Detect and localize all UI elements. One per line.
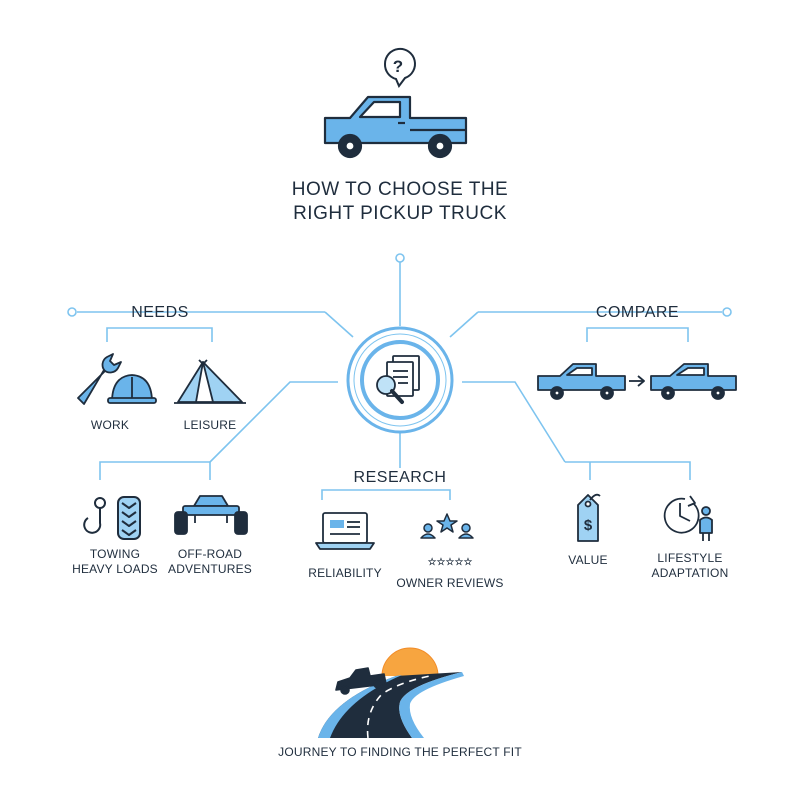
item-lifestyle-label: LIFESTYLE ADAPTATION: [640, 551, 740, 581]
lifestyle-line-2: ADAPTATION: [651, 566, 729, 580]
page-title: HOW TO CHOOSE THE RIGHT PICKUP TRUCK: [240, 178, 560, 226]
towing-line-2: HEAVY LOADS: [72, 562, 158, 576]
item-offroad-label: OFF-ROAD ADVENTURES: [160, 547, 260, 577]
title-line-1: HOW TO CHOOSE THE: [291, 179, 509, 200]
section-research-heading: RESEARCH: [335, 468, 465, 488]
item-leisure-label: LEISURE: [183, 418, 237, 432]
footer-caption: JOURNEY TO FINDING THE PERFECT FIT: [278, 745, 522, 759]
title-line-2: RIGHT PICKUP TRUCK: [293, 203, 507, 224]
towing-line-1: TOWING: [89, 547, 141, 561]
section-needs-heading: NEEDS: [131, 304, 189, 321]
lifestyle-line-1: LIFESTYLE: [657, 551, 723, 565]
offroad-line-1: OFF-ROAD: [177, 547, 243, 561]
item-work-label: WORK: [90, 418, 130, 432]
item-towing-label: TOWING HEAVY LOADS: [60, 547, 170, 577]
item-owner-reviews-label: OWNER REVIEWS: [396, 576, 504, 590]
item-reliability-label: RELIABILITY: [308, 566, 382, 580]
offroad-line-2: ADVENTURES: [167, 562, 252, 576]
item-value-label: VALUE: [568, 553, 608, 567]
section-compare-heading: COMPARE: [595, 304, 680, 321]
